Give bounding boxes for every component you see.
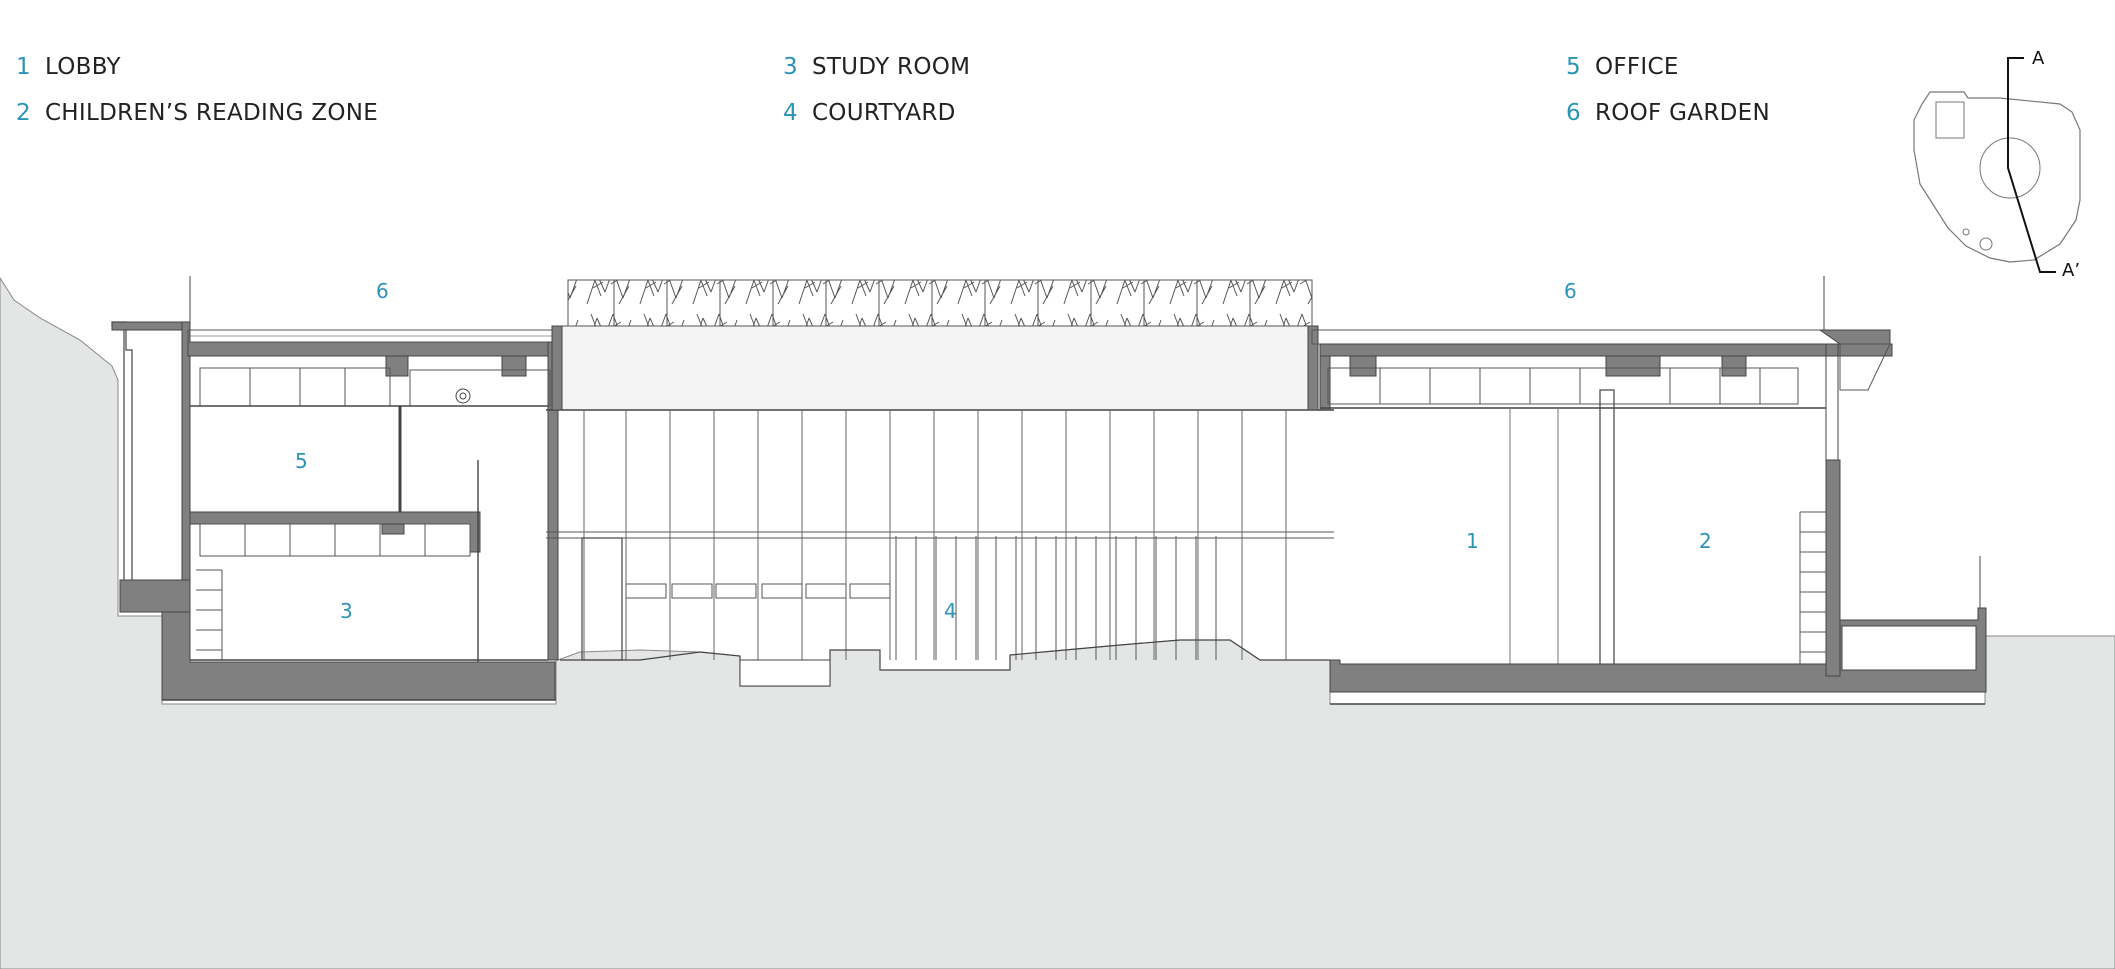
legend-item-study-room: 3 STUDY ROOM: [783, 54, 970, 80]
room-tag-roof-garden-left: 6: [376, 279, 389, 303]
legend-number: 5: [1566, 54, 1581, 80]
legend-item-lobby: 1 LOBBY: [16, 54, 121, 80]
legend-item-childrens-reading-zone: 2 CHILDREN’S READING ZONE: [16, 100, 378, 126]
left-slab-roof: [111, 321, 183, 331]
room-tag-courtyard: 4: [944, 599, 957, 623]
room-tag-roof-garden-right: 6: [1564, 279, 1577, 303]
room-tag-childrens-reading-zone: 2: [1699, 529, 1712, 553]
legend-label: LOBBY: [44, 54, 121, 80]
legend-label: OFFICE: [1594, 54, 1679, 80]
right-roof-structure: [1319, 343, 1893, 357]
legend-label: COURTYARD: [811, 100, 956, 126]
legend-number: 6: [1566, 100, 1581, 126]
legend-item-courtyard: 4 COURTYARD: [783, 100, 956, 126]
legend-item-roof-garden: 6 ROOF GARDEN: [1566, 100, 1770, 126]
room-tag-lobby: 1: [1466, 529, 1479, 553]
section-cut-label-a: A: [2032, 48, 2045, 69]
left-wall: [162, 321, 191, 597]
right-footing: [1329, 607, 1987, 693]
section-cut-line: [2007, 57, 2056, 273]
legend-number: 3: [783, 54, 798, 80]
legend-label: CHILDREN’S READING ZONE: [44, 100, 379, 126]
legend-item-office: 5 OFFICE: [1566, 54, 1679, 80]
key-plan: A A’: [1913, 48, 2081, 281]
right-roof-slab: [1311, 329, 1891, 345]
legend-label: ROOF GARDEN: [1594, 100, 1770, 126]
study-stair: [196, 569, 223, 660]
left-retaining-wall: [111, 321, 181, 601]
legend-number: 4: [783, 100, 798, 126]
left-lower-wall: [119, 579, 191, 613]
legend-number: 1: [16, 54, 31, 80]
left-footing: [161, 611, 556, 701]
room-tag-office: 5: [295, 449, 308, 473]
section-cut-label-a-prime: A’: [2062, 260, 2080, 281]
legend-label: STUDY ROOM: [811, 54, 971, 80]
legend-number: 2: [16, 100, 31, 126]
left-roof-slab: [187, 341, 556, 357]
room-tag-study-room: 3: [340, 599, 353, 623]
